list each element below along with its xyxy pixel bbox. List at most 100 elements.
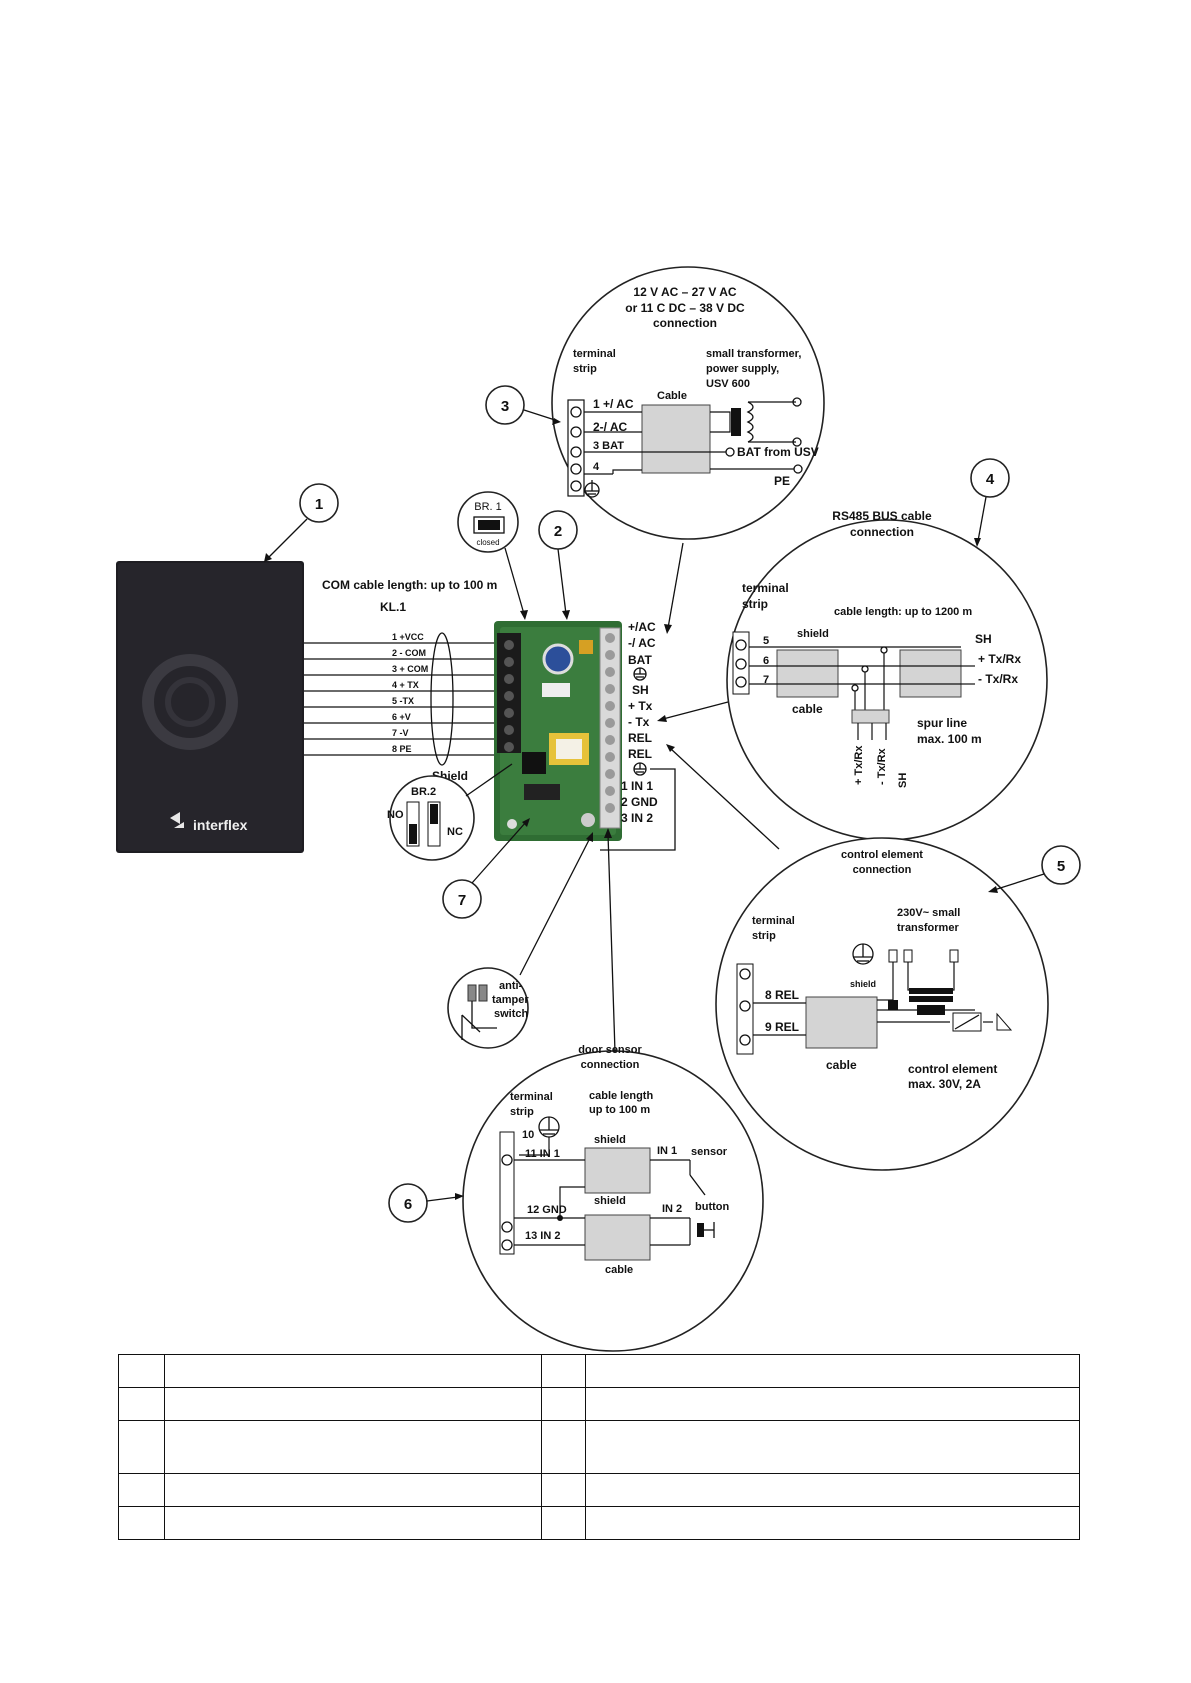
control-title-1: control element bbox=[841, 849, 923, 861]
table-cell bbox=[164, 1506, 542, 1540]
table-cell bbox=[164, 1387, 542, 1421]
wire-label-7: 7 -V bbox=[392, 728, 409, 738]
term-sh: SH bbox=[632, 683, 649, 697]
rs485-spur-2: max. 100 m bbox=[917, 732, 982, 746]
term-minus-ac: -/ AC bbox=[628, 636, 656, 650]
rs485-tx-minus: - Tx/Rx bbox=[978, 672, 1018, 686]
tamper-line-1: anti- bbox=[499, 980, 523, 992]
callout-1-label: 1 bbox=[315, 496, 323, 513]
rs485-v-minus: - Tx/Rx bbox=[876, 747, 888, 785]
door-button: button bbox=[695, 1201, 729, 1213]
control-transformer-1: 230V~ small bbox=[897, 907, 960, 919]
wire-label-2: 2 - COM bbox=[392, 648, 426, 658]
br2-label: BR.2 bbox=[411, 786, 436, 798]
power-transformer-3: USV 600 bbox=[706, 378, 750, 390]
callout-3-label: 3 bbox=[501, 398, 509, 415]
table-cell bbox=[585, 1354, 1080, 1388]
table-cell bbox=[541, 1354, 586, 1388]
table-cell bbox=[585, 1506, 1080, 1540]
control-earth-icon bbox=[852, 943, 874, 965]
power-strip-1: terminal bbox=[573, 348, 616, 360]
term-minus-tx: - Tx bbox=[628, 715, 650, 729]
table-row bbox=[118, 1420, 1080, 1474]
wire-label-1: 1 +VCC bbox=[392, 632, 424, 642]
table-cell bbox=[118, 1354, 165, 1388]
board-terminal-labels: +/AC -/ AC BAT SH + Tx - Tx REL REL 1 IN… bbox=[600, 620, 676, 851]
term-rel-1: REL bbox=[628, 731, 652, 745]
wire-label-8: 8 PE bbox=[392, 744, 412, 754]
door-cable-length-1: cable length bbox=[589, 1090, 653, 1102]
table-cell bbox=[541, 1420, 586, 1474]
br1-jumper: BR. 1 closed bbox=[457, 491, 528, 620]
rs485-sh: SH bbox=[975, 632, 992, 646]
power-t2: 2-/ AC bbox=[593, 420, 628, 434]
term-in1: 1 IN 1 bbox=[621, 779, 653, 793]
table-cell bbox=[118, 1420, 165, 1474]
power-cable: Cable bbox=[657, 390, 687, 402]
power-t4: 4 bbox=[593, 461, 600, 473]
control-element-1: control element bbox=[908, 1062, 997, 1076]
rs485-t6: 6 bbox=[763, 655, 769, 667]
door-t12: 12 GND bbox=[527, 1204, 567, 1216]
rs485-cable-length: cable length: up to 1200 m bbox=[834, 606, 972, 618]
table-row bbox=[118, 1354, 1080, 1388]
control-element-2: max. 30V, 2A bbox=[908, 1077, 981, 1091]
door-t13: 13 IN 2 bbox=[525, 1230, 560, 1242]
table-cell bbox=[118, 1506, 165, 1540]
door-strip-2: strip bbox=[510, 1106, 534, 1118]
callout-4: 4 bbox=[970, 458, 1010, 547]
rs485-shield: shield bbox=[797, 628, 829, 640]
rs485-v-sh: SH bbox=[897, 773, 909, 788]
com-cable: COM cable length: up to 100 m KL.1 1 +VC… bbox=[304, 578, 505, 783]
rs485-tx-plus: + Tx/Rx bbox=[978, 652, 1021, 666]
table-cell bbox=[164, 1473, 542, 1507]
callout-2: 2 bbox=[538, 510, 578, 620]
control-element-circle: control element connection terminal stri… bbox=[666, 744, 1049, 1171]
control-cable: cable bbox=[826, 1058, 857, 1072]
controller-board bbox=[494, 621, 622, 841]
callout-4-label: 4 bbox=[986, 471, 995, 488]
rs485-spur-1: spur line bbox=[917, 716, 967, 730]
callout-1: 1 bbox=[264, 483, 339, 562]
table-cell bbox=[164, 1420, 542, 1474]
rs485-title-2: connection bbox=[850, 525, 914, 539]
term-plus-ac: +/AC bbox=[628, 620, 656, 634]
callout-6-label: 6 bbox=[404, 1196, 412, 1213]
com-cable-length: COM cable length: up to 100 m bbox=[322, 578, 497, 592]
table-row bbox=[118, 1506, 1080, 1540]
power-earth-icon bbox=[584, 480, 600, 498]
callout-3: 3 bbox=[485, 385, 561, 425]
rs485-strip-2: strip bbox=[742, 597, 768, 611]
rs485-strip-1: terminal bbox=[742, 581, 789, 595]
tamper-line-2: tamper bbox=[492, 994, 529, 1006]
door-earth-icon bbox=[538, 1116, 560, 1138]
br2-jumper: BR.2 NO NC bbox=[387, 763, 513, 861]
table-cell bbox=[164, 1354, 542, 1388]
table-cell bbox=[541, 1387, 586, 1421]
door-cable-length-2: up to 100 m bbox=[589, 1104, 650, 1116]
anti-tamper-switch: anti- tamper switch bbox=[447, 832, 593, 1049]
term-gnd: 2 GND bbox=[621, 795, 658, 809]
door-shield-bottom: shield bbox=[594, 1195, 626, 1207]
rs485-v-plus: + Tx/Rx bbox=[853, 745, 865, 785]
callout-6: 6 bbox=[388, 1183, 464, 1223]
power-t1: 1 +/ AC bbox=[593, 397, 634, 411]
door-title-1: door sensor bbox=[578, 1044, 642, 1056]
power-bat-from: BAT from USV bbox=[737, 445, 819, 459]
control-strip-2: strip bbox=[752, 930, 776, 942]
power-transformer-1: small transformer, bbox=[706, 348, 801, 360]
control-title-2: connection bbox=[853, 864, 912, 876]
table-cell bbox=[118, 1473, 165, 1507]
control-transformer-2: transformer bbox=[897, 922, 959, 934]
table-cell bbox=[585, 1473, 1080, 1507]
table-cell bbox=[118, 1387, 165, 1421]
br1-label: BR. 1 bbox=[474, 501, 502, 513]
table-row bbox=[118, 1473, 1080, 1507]
table-cell bbox=[541, 1506, 586, 1540]
term-bat: BAT bbox=[628, 653, 652, 667]
rs485-t7: 7 bbox=[763, 674, 769, 686]
callout-2-label: 2 bbox=[554, 523, 562, 540]
wire-label-3: 3 + COM bbox=[392, 664, 428, 674]
table-cell bbox=[541, 1473, 586, 1507]
reader-device: interflex bbox=[116, 561, 304, 853]
